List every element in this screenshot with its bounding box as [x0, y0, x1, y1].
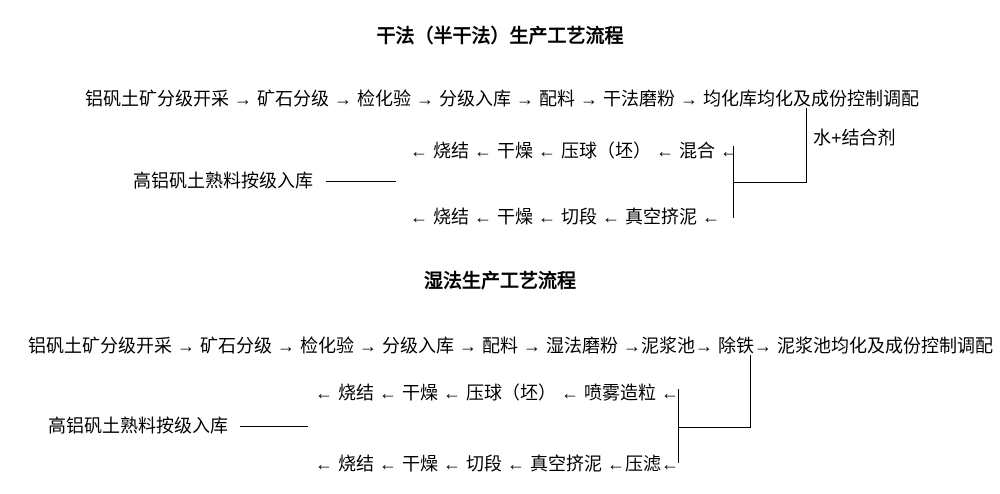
- dry-branch-vertical-connector-line: [733, 146, 734, 218]
- dry-additive-label: 水+结合剂: [813, 128, 896, 148]
- wet-elbow-horizontal-connector-line: [678, 427, 751, 428]
- wet-upper-return-flow: ← 烧结 ← 干燥 ← 压球（坯） ← 喷雾造粒 ←: [315, 383, 680, 403]
- wet-lower-return-flow: ← 烧结 ← 干燥 ← 切段 ← 真空挤泥 ←压滤←: [315, 454, 680, 474]
- wet-storage-connector-line: [240, 426, 308, 427]
- dry-elbow-horizontal-connector-line: [733, 182, 807, 183]
- dry-main-drop-connector-line: [806, 108, 807, 183]
- dry-upper-return-flow: ← 烧结 ← 干燥 ← 压球（坯） ← 混合 ←: [410, 141, 739, 161]
- dry-storage-label: 高铝矾土熟料按级入库: [133, 171, 313, 191]
- wet-main-drop-connector-line: [750, 355, 751, 428]
- dry-lower-return-flow: ← 烧结 ← 干燥 ← 切段 ← 真空挤泥 ←: [410, 207, 721, 227]
- wet-branch-vertical-connector-line: [678, 389, 679, 463]
- wet-process-title: 湿法生产工艺流程: [423, 271, 576, 292]
- dry-storage-connector-line: [326, 181, 396, 182]
- wet-main-flow: 铝矾土矿分级开采 → 矿石分级 → 检化验 → 分级入库 → 配料 → 湿法磨粉…: [28, 336, 994, 356]
- wet-storage-label: 高铝矾土熟料按级入库: [48, 416, 228, 436]
- dry-main-flow: 铝矾土矿分级开采 → 矿石分级 → 检化验 → 分级入库 → 配料 → 干法磨粉…: [85, 89, 920, 109]
- dry-process-title: 干法（半干法）生产工艺流程: [376, 26, 624, 47]
